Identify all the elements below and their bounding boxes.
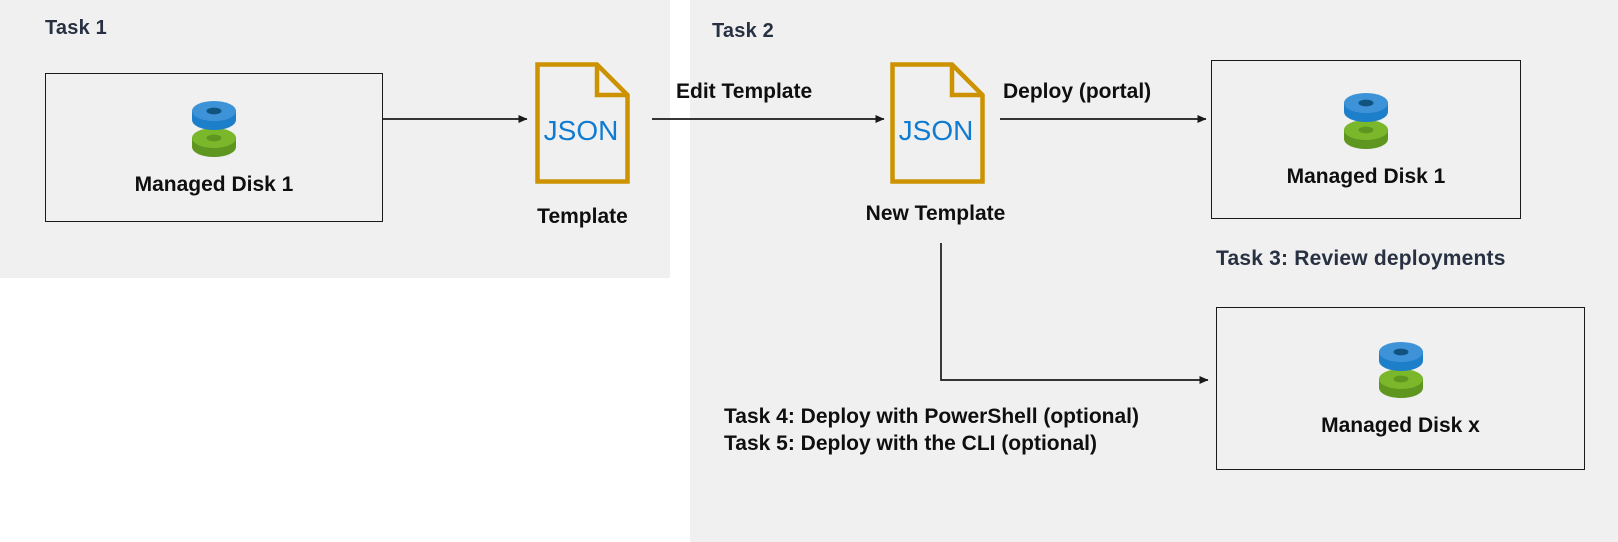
template-caption: Template bbox=[537, 205, 628, 228]
managed-disk-x-box-content: Managed Disk x bbox=[1217, 340, 1584, 438]
template-json-text: JSON bbox=[544, 115, 619, 146]
new-template-document[interactable]: JSON bbox=[890, 62, 985, 189]
task3-heading: Task 3: Review deployments bbox=[1216, 247, 1506, 270]
new-template-caption: New Template bbox=[865, 202, 1006, 225]
edit-template-label: Edit Template bbox=[676, 80, 813, 103]
template-document[interactable]: JSON bbox=[535, 62, 630, 189]
managed-disk-x-label: Managed Disk x bbox=[1321, 413, 1480, 437]
task5-note: Task 5: Deploy with the CLI (optional) bbox=[724, 432, 1097, 455]
managed-disk-icon bbox=[1372, 340, 1430, 407]
managed-disk-1-box-left-content: Managed Disk 1 bbox=[46, 99, 382, 197]
managed-disk-1-label-right: Managed Disk 1 bbox=[1286, 164, 1446, 188]
managed-disk-1-label-left: Managed Disk 1 bbox=[134, 172, 294, 196]
task4-note: Task 4: Deploy with PowerShell (optional… bbox=[724, 405, 1139, 428]
managed-disk-icon bbox=[1337, 91, 1395, 158]
managed-disk-1-box-left[interactable]: Managed Disk 1 bbox=[45, 73, 383, 222]
new-template-json-text: JSON bbox=[899, 115, 974, 146]
managed-disk-x-box[interactable]: Managed Disk x bbox=[1216, 307, 1585, 470]
optional-tasks-notes: Task 4: Deploy with PowerShell (optional… bbox=[724, 403, 1139, 457]
managed-disk-1-box-right-content: Managed Disk 1 bbox=[1212, 91, 1520, 189]
deploy-portal-label: Deploy (portal) bbox=[1003, 80, 1152, 103]
managed-disk-1-box-right[interactable]: Managed Disk 1 bbox=[1211, 60, 1521, 219]
task2-heading: Task 2 bbox=[712, 20, 774, 42]
managed-disk-icon bbox=[185, 99, 243, 166]
task1-heading: Task 1 bbox=[45, 17, 107, 39]
